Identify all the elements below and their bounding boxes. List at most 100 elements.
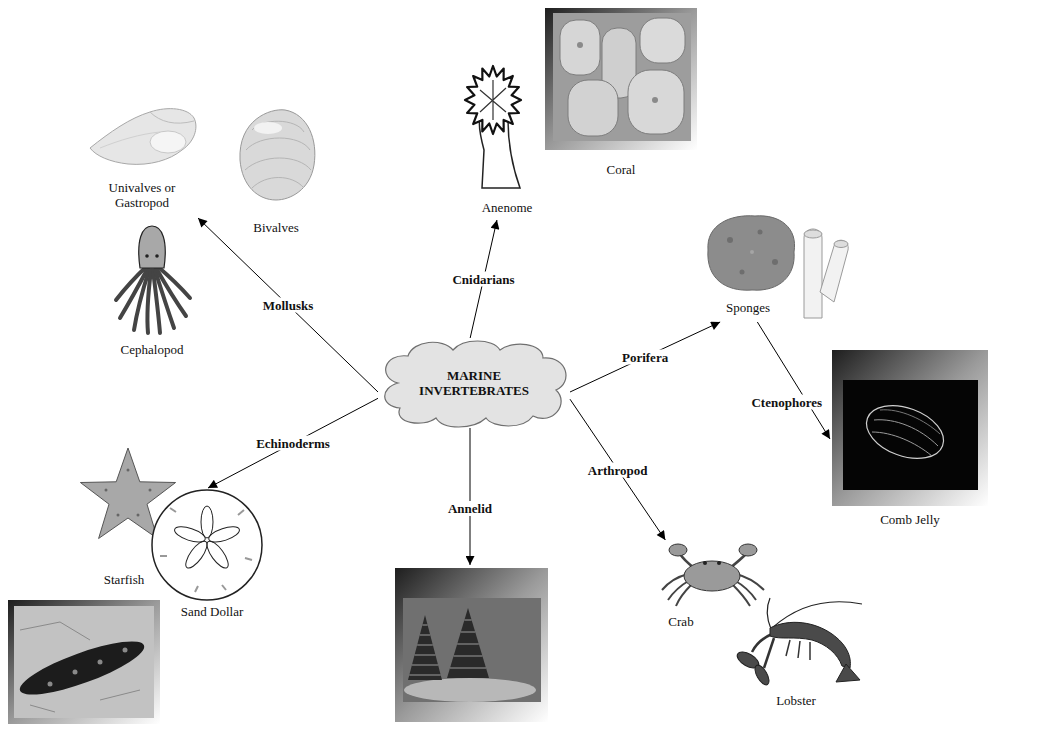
crab [739,544,757,556]
bivalve-shell [252,178,304,189]
sea-cucumber-photo [48,682,53,687]
picture-node: Comb Jelly [830,348,990,530]
coral-photo [652,97,658,103]
anemone [480,80,506,120]
anemone [465,66,521,188]
connector-arrow [208,398,378,488]
coral-photo [628,70,684,134]
picture-caption: Bivalves [253,220,299,235]
crab [717,561,721,565]
phylum-label: Cnidarians [450,272,516,287]
starfish [149,489,152,492]
lobster [836,664,860,682]
annelid-photo [395,568,548,722]
crab [662,544,764,606]
sponge [750,250,754,254]
sponge [708,216,795,290]
comb-jelly-photo [843,380,978,490]
sponge [727,237,733,243]
sand-dollar [160,508,252,592]
conch-shell [150,131,186,153]
connector-arrow [470,220,497,338]
sea-cucumber-photo [98,660,103,665]
picture-node: Anenome [462,66,538,220]
annelid-photo [403,598,541,702]
octopus [145,254,149,258]
sand-dollar [182,538,211,571]
conch-shell [100,132,160,148]
picture-node: Sand Dollar [152,488,264,622]
sea-cucumber-photo [15,631,149,704]
bivalve-shell [240,110,315,200]
conch-shell [90,109,196,165]
sand-dollar [201,506,213,538]
picture-node: Univalves or Gastropod [85,100,198,218]
comb-jelly-photo [880,410,940,434]
sea-cucumber-photo [14,606,154,718]
sea-cucumber-photo [8,600,160,724]
annelid-photo [408,615,442,680]
crab [684,561,740,591]
picture-caption: Coral [607,162,636,177]
crab [669,544,687,556]
annelid-photo [404,678,536,702]
picture-caption: Starfish [104,572,144,587]
cloud-node: MARINE INVERTEBRATES [378,338,570,428]
starfish [117,514,120,517]
coral-photo [560,20,600,75]
phylum-label: Ctenophores [749,394,824,409]
picture-node: Sponges [700,210,855,322]
picture-caption: Cephalopod [121,342,184,357]
coral-photo [553,13,691,141]
sea-cucumber-photo [123,648,128,653]
connector-group [198,218,830,540]
sea-cucumber-photo [8,600,160,724]
picture-caption: Anenome [482,200,533,215]
starfish [127,469,130,472]
phylum-label: Porifera [620,350,670,365]
phylum-label: Echinoderms [254,436,332,451]
sponge [758,230,763,235]
octopus [139,226,166,268]
octopus [155,254,159,258]
lobster [770,622,850,668]
comb-jelly-photo [832,350,988,506]
bivalve-shell [240,110,315,200]
node-title: MARINE INVERTEBRATES [415,368,533,398]
coral-photo [640,18,685,63]
picture-caption: Lobster [776,693,816,708]
phylum-label: Arthropod [586,462,650,477]
bivalve-shell [245,158,311,170]
sponge [772,259,778,265]
connector-arrow [570,322,720,392]
picture-caption: Sand Dollar [181,604,243,619]
picture-caption: Sponges [726,300,770,315]
group-label: Annelid [446,501,494,516]
octopus [156,268,186,316]
sand-dollar [152,490,262,600]
comb-jelly-photo [859,396,951,468]
coral-photo [577,42,583,48]
octopus [116,226,190,333]
sea-cucumber-photo [73,670,78,675]
conch-shell [150,112,194,123]
starfish [105,489,108,492]
cloud-outline [378,338,570,428]
tube-sponge [834,241,848,248]
sponge [740,270,745,275]
sand-dollar [203,538,232,571]
octopus [147,270,151,333]
lobster [786,640,810,660]
picture-node: Crab [655,540,770,632]
annelid-arrow [470,428,471,565]
tube-sponge [804,230,822,238]
crab [703,561,707,565]
phylum-label: Mollusks [261,298,316,313]
anemone [465,66,521,134]
lobster [767,598,771,629]
connector-arrow [198,218,378,392]
picture-caption: Univalves or Gastropod [92,180,192,210]
